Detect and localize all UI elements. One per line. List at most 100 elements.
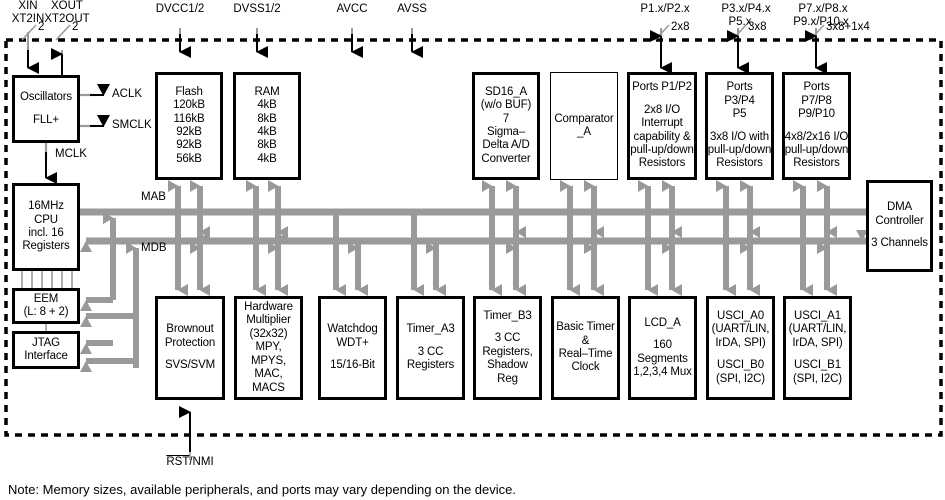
timerb3-line-4: Shadow [487,359,528,372]
ports-p3p5-line-1: P3/P4 [724,94,755,107]
hwmul-line-3: MPY, [255,341,282,354]
usci1-line-1: (UART/LIN, [788,323,847,336]
timerb3-line-5: Reg [497,372,518,385]
comparator-line-1: _A [577,126,591,138]
ports-p7p10-line-5: pull-up/down [784,143,849,156]
ram-block[interactable]: RAM 4kB 8kB 4kB 8kB 4kB [233,72,301,180]
lcd-line-3: Segments [637,352,688,365]
pin-label-p5: P5.x [728,16,752,28]
pin-label-p1-p2: P1.x/P2.x [640,3,690,15]
pin-label-dvcc: DVCC1/2 [155,3,205,15]
sd16-line-5: Converter [481,152,531,165]
bus-width-p7-p10: 3x8+1x4 [826,21,870,33]
sd16-a-block[interactable]: SD16_A (w/o BUF) 7 Sigma– Delta A/D Conv… [472,72,540,180]
ports-p3-p5-block[interactable]: Ports P3/P4 P5 3x8 I/O with pull-up/down… [705,72,774,180]
hwmul-line-2: (32x32) [249,327,288,340]
brownout-line-0: Brownout [166,323,214,336]
watchdog-block[interactable]: Watchdog WDT+ 15/16-Bit [318,296,387,400]
lcd-line-4: 1,2,3,4 Mux [633,365,692,378]
wdt-line-3: 15/16-Bit [330,359,375,372]
flash-line-5: 56kB [176,152,202,165]
usci-a0-b0-block[interactable]: USCI_A0 (UART/LIN, IrDA, SPI) USCI_B0 (S… [706,296,775,400]
lcd-line-0: LCD_A [644,316,681,329]
flash-line-4: 92kB [176,139,202,152]
ports-p3p5-line-4: 3x8 I/O with [710,130,769,143]
ram-line-2: 8kB [257,112,277,125]
btimer-line-3: Clock [571,361,600,374]
pin-label-dvss: DVSS1/2 [233,3,281,15]
oscillators-line-0: Oscillators [19,91,73,104]
pin-label-avss: AVSS [397,3,427,15]
hwmul-line-0: Hardware [244,301,293,314]
timerb3-line-3: Registers, [482,345,533,358]
ports-p7p10-line-4: 4x8/2x16 I/O [784,130,849,143]
lcd-a-block[interactable]: LCD_A 160 Segments 1,2,3,4 Mux [628,296,697,400]
ports-p1p2-line-4: capability & [633,130,691,143]
ram-line-5: 4kB [257,152,277,165]
ports-p7p10-line-0: Ports [803,81,830,94]
ports-p7-p10-block[interactable]: Ports P7/P8 P9/P10 4x8/2x16 I/O pull-up/… [782,72,851,180]
ports-p1p2-line-6: Resistors [638,157,686,170]
nmi-text: /NMI [189,456,214,468]
timer-a3-block[interactable]: Timer_A3 3 CC Registers [396,296,465,400]
flash-line-2: 116kB [173,112,205,125]
brownout-line-1: Protection [164,336,216,349]
basic-timer-rtc-block[interactable]: Basic Timer & Real–Time Clock [551,296,620,400]
timerb3-line-2: 3 CC [494,332,521,345]
jtag-line-0: JTAG [32,336,60,349]
ports-p1p2-line-5: pull-up/down [630,143,694,156]
ram-line-1: 4kB [257,99,277,112]
comparator-a-block[interactable]: Comparator _A [550,72,618,180]
bus-width-p1-p2: 2x8 [671,21,690,33]
sd16-line-2: 7 [502,112,510,125]
pin-xin-text: XIN [18,0,38,12]
ram-line-0: RAM [254,85,280,98]
usci1-line-0: USCI_A1 [794,309,841,322]
btimer-line-1: & [581,334,590,347]
brownout-protection-block[interactable]: Brownout Protection SVS/SVM [155,296,225,400]
bus-width-p3-p5: 3x8 [748,21,767,33]
usci1-line-5: (SPI, I2C) [793,372,842,385]
timera3-line-2: 3 CC [417,345,444,358]
timera3-line-0: Timer_A3 [406,323,455,336]
bus-width-xout: 2 [72,21,79,33]
ports-p1p2-line-0: Ports P1/P2 [632,81,692,94]
pin-label-p9-p10: P9.x/P10.x [793,16,849,28]
pin-xt2out-text: XT2OUT [44,13,90,25]
timer-b3-block[interactable]: Timer_B3 3 CC Registers, Shadow Reg [473,296,542,400]
eem-line-0: EEM [33,292,59,305]
jtag-block[interactable]: JTAG Interface [12,331,80,369]
hwmul-line-1: Multiplier [246,314,291,327]
btimer-line-0: Basic Timer [556,321,615,334]
pin-label-xout: XOUT XT2OUT [44,0,89,26]
sd16-line-3: Sigma– [486,126,526,138]
clock-label-aclk: ACLK [112,88,143,100]
usci0-line-2: IrDA, SPI) [715,336,766,349]
dma-controller-block[interactable]: DMA Controller 3 Channels [866,180,933,272]
eem-line-1: (L: 8 + 2) [23,306,69,318]
cpu-line-1: CPU [34,213,58,226]
usci1-line-4: USCI_B1 [794,359,841,372]
eem-block[interactable]: EEM (L: 8 + 2) [12,288,80,324]
bus-label-mab: MAB [141,191,166,203]
sd16-line-4: Delta A/D [482,139,530,152]
ports-p3p5-line-0: Ports [726,81,753,94]
btimer-line-2: Real–Time [558,348,613,360]
pin-label-avcc: AVCC [336,3,368,15]
usci1-line-2: IrDA, SPI) [792,336,843,349]
clock-label-smclk: SMCLK [112,119,152,131]
pin-label-p7-p8: P7.x/P8.x [798,3,848,15]
oscillators-block[interactable]: Oscillators FLL+ [12,75,80,143]
pin-label-rst-nmi: RST/NMI [166,455,214,469]
ports-p7p10-line-2: P9/P10 [798,108,835,121]
timerb3-line-0: Timer_B3 [483,309,532,322]
ports-p1p2-line-2: 2x8 I/O [643,103,681,116]
hardware-multiplier-block[interactable]: Hardware Multiplier (32x32) MPY, MPYS, M… [234,296,303,400]
usci-a1-b1-block[interactable]: USCI_A1 (UART/LIN, IrDA, SPI) USCI_B1 (S… [783,296,852,400]
pin-xout-text: XOUT [51,0,83,12]
cpu-block[interactable]: 16MHz CPU incl. 16 Registers [12,183,80,271]
flash-block[interactable]: Flash 120kB 116kB 92kB 92kB 56kB [155,72,223,180]
ports-p1-p2-block[interactable]: Ports P1/P2 2x8 I/O Interrupt capability… [627,72,697,180]
